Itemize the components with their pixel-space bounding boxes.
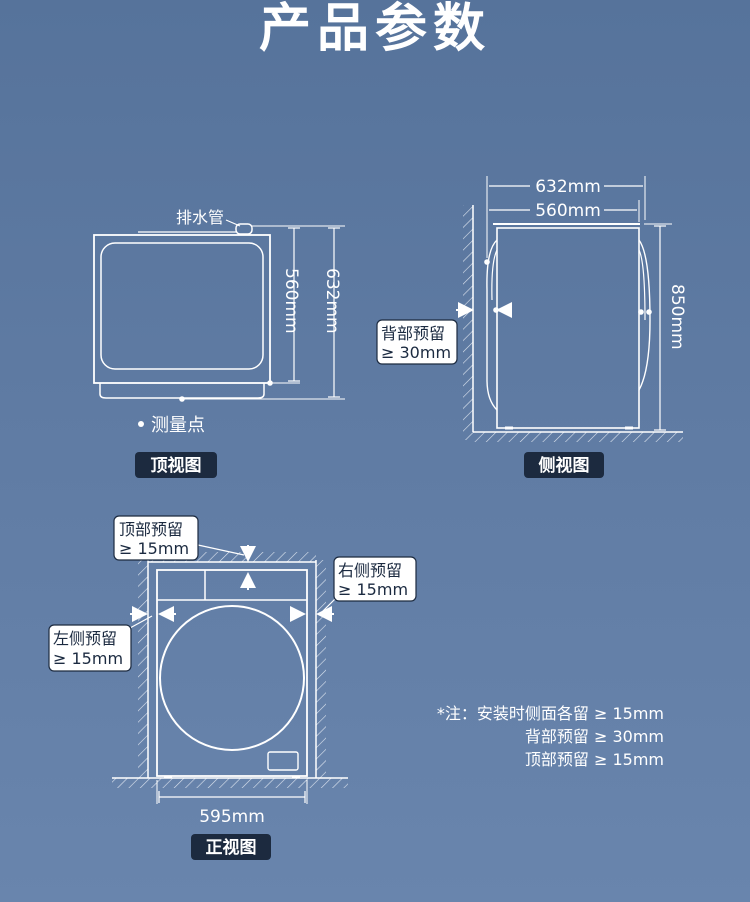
back-clearance-line1: 背部预留 bbox=[381, 324, 445, 343]
side-view-body bbox=[496, 227, 640, 429]
top-clearance-line2: ≥ 15mm bbox=[119, 539, 189, 558]
side-view: 632mm 560mm 850mm 背部预留 ≥ 30mm 侧视图 bbox=[376, 176, 687, 478]
top-view: 排水管 560mm 632mm 测量点 顶视图 bbox=[93, 208, 345, 478]
door-circle bbox=[159, 605, 305, 751]
top-depth-total-label: 632mm bbox=[322, 268, 342, 334]
measure-point-legend: 测量点 bbox=[151, 415, 205, 436]
note-line-3: 顶部预留 ≥ 15mm bbox=[524, 750, 664, 769]
top-clearance-callout bbox=[113, 515, 199, 561]
top-clearance-line1: 顶部预留 bbox=[119, 520, 183, 539]
side-wall-hatch bbox=[463, 205, 473, 440]
side-view-tag-label: 侧视图 bbox=[539, 455, 590, 476]
side-depth-total-label: 632mm bbox=[535, 177, 601, 197]
back-clearance-line2: ≥ 30mm bbox=[381, 343, 451, 362]
left-clearance-line2: ≥ 15mm bbox=[53, 649, 123, 668]
right-clearance-line1: 右侧预留 bbox=[338, 561, 402, 580]
note-line-1: *注：安装时侧面各留 ≥ 15mm bbox=[436, 704, 664, 723]
right-clearance-callout bbox=[333, 556, 417, 602]
top-view-tag-label: 顶视图 bbox=[151, 455, 202, 476]
left-clearance-callout bbox=[48, 624, 132, 672]
note-line-2: 背部预留 ≥ 30mm bbox=[524, 727, 664, 746]
side-view-tag bbox=[524, 452, 604, 478]
front-view: 顶部预留 ≥ 15mm 右侧预留 ≥ 15mm 左侧预留 ≥ 15mm 595m… bbox=[48, 515, 417, 860]
drain-pipe-label: 排水管 bbox=[176, 208, 224, 227]
top-view-body bbox=[93, 234, 271, 384]
top-view-tag bbox=[135, 452, 217, 478]
side-floor-hatch bbox=[473, 432, 683, 442]
top-depth-body-label: 560mm bbox=[281, 268, 301, 334]
right-clearance-line2: ≥ 15mm bbox=[338, 580, 408, 599]
side-height-label: 850mm bbox=[667, 284, 687, 350]
measure-point-icon bbox=[138, 421, 144, 427]
drain-pipe-icon bbox=[235, 223, 253, 235]
side-depth-body-label: 560mm bbox=[535, 201, 601, 221]
left-clearance-line1: 左侧预留 bbox=[53, 629, 117, 648]
front-view-body bbox=[156, 569, 308, 777]
front-view-tag-label: 正视图 bbox=[206, 837, 257, 858]
front-width-label: 595mm bbox=[199, 807, 265, 827]
page-title: 产品参数 bbox=[258, 0, 491, 59]
front-view-tag bbox=[191, 834, 271, 860]
back-clearance-callout bbox=[376, 319, 458, 365]
